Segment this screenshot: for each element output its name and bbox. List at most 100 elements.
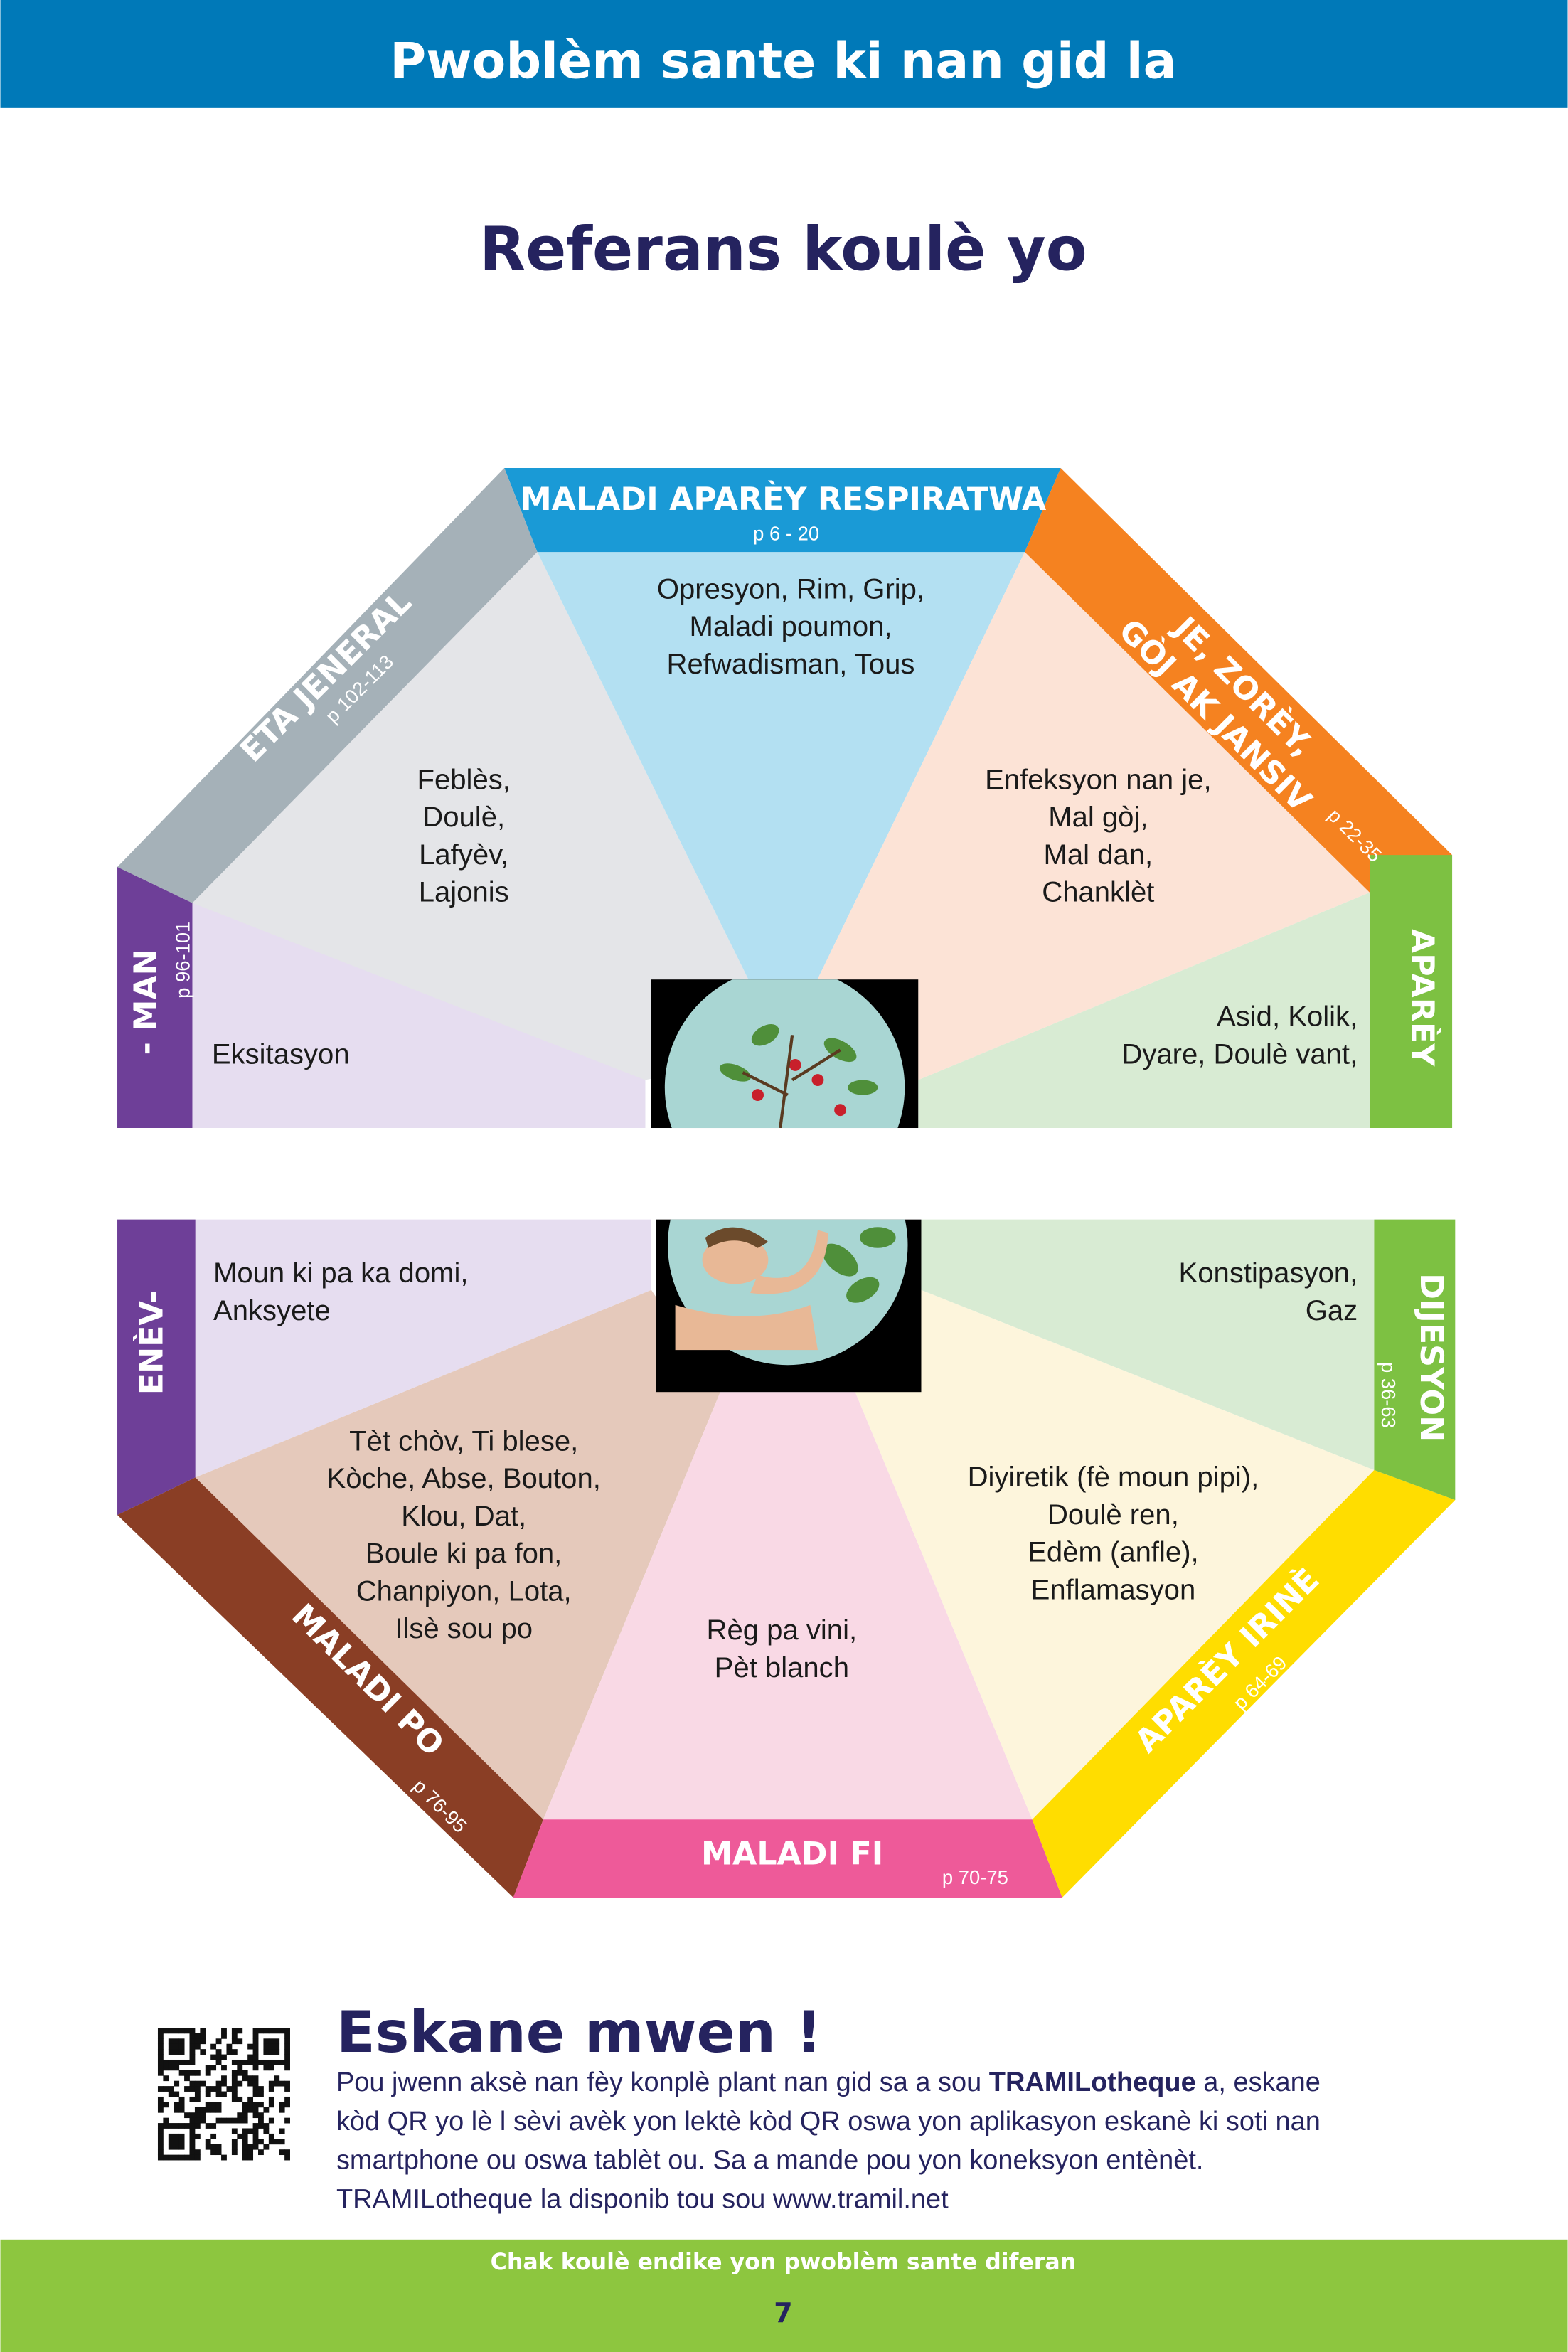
qr-module [215, 2144, 222, 2150]
qr-module [168, 2144, 174, 2150]
qr-module [174, 2123, 180, 2129]
qr-module [231, 2096, 238, 2102]
qr-module [258, 2123, 264, 2129]
pages-respiratwa: p 6 - 20 [753, 522, 819, 544]
qr-module [231, 2080, 238, 2087]
qr-module [205, 2144, 211, 2150]
qr-code[interactable] [157, 2028, 290, 2161]
qr-module [252, 2049, 259, 2055]
qr-module [237, 2059, 243, 2065]
qr-module [252, 2144, 259, 2150]
qr-module [157, 2086, 164, 2092]
qr-module [242, 2128, 248, 2134]
qr-module [157, 2059, 164, 2065]
qr-module [268, 2059, 274, 2065]
qr-module [279, 2128, 285, 2134]
qr-module [178, 2049, 185, 2055]
qr-module [268, 2096, 274, 2102]
qr-module [268, 2139, 274, 2145]
qr-module [242, 2075, 248, 2082]
qr-module [258, 2149, 264, 2156]
qr-module [252, 2128, 259, 2134]
qr-module [178, 2102, 185, 2108]
qr-module [194, 2038, 201, 2045]
qr-module [242, 2112, 248, 2119]
qr-module [157, 2033, 164, 2039]
text-dijesyon-bottom: Konstipasyon, Gaz [1179, 1257, 1358, 1326]
qr-module [168, 2154, 174, 2161]
qr-module [284, 2054, 290, 2060]
qr-module [189, 2049, 196, 2055]
qr-module [231, 2117, 238, 2124]
qr-module [189, 2117, 196, 2124]
qr-module [168, 2028, 174, 2034]
qr-module [237, 2065, 243, 2071]
qr-module [274, 2080, 280, 2087]
qr-module [247, 2102, 254, 2108]
qr-module [263, 2107, 270, 2113]
region-irine [855, 1289, 1375, 1820]
qr-module [178, 2059, 185, 2065]
svg-text:Lajonis: Lajonis [419, 877, 509, 908]
qr-module [231, 2070, 238, 2076]
qr-module [205, 2091, 211, 2097]
qr-module [174, 2139, 180, 2145]
qr-module [200, 2117, 206, 2124]
qr-module [268, 2038, 274, 2045]
qr-module [157, 2043, 164, 2050]
qr-module [247, 2043, 254, 2050]
qr-module [231, 2028, 238, 2034]
qr-module [263, 2049, 270, 2055]
qr-module [157, 2102, 164, 2108]
qr-module [200, 2028, 206, 2034]
plant-illustration [651, 979, 922, 1393]
qr-module [252, 2080, 259, 2087]
qr-module [157, 2123, 164, 2129]
qr-module [189, 2154, 196, 2161]
pages-enevman: p 96-101 [171, 922, 193, 999]
qr-module [247, 2096, 254, 2102]
qr-module [205, 2070, 211, 2076]
qr-module [215, 2059, 222, 2065]
qr-module [258, 2112, 264, 2119]
region-fi [543, 1392, 1033, 1820]
qr-module [237, 2117, 243, 2124]
qr-module [205, 2139, 211, 2145]
text-enevman-bottom: Moun ki pa ka domi, Anksyete [213, 1257, 469, 1326]
qr-module [205, 2065, 211, 2071]
qr-module [189, 2038, 196, 2045]
qr-module [258, 2086, 264, 2092]
qr-module [184, 2070, 190, 2076]
band-fi [513, 1819, 1062, 1898]
band-jeneral [117, 468, 538, 903]
svg-text:Tèt chòv, Ti blese,: Tèt chòv, Ti blese, [349, 1425, 578, 1457]
qr-module [157, 2139, 164, 2145]
qr-module [163, 2102, 169, 2108]
qr-module [274, 2059, 280, 2065]
svg-text:Doulè ren,: Doulè ren, [1047, 1499, 1179, 1531]
qr-module [194, 2091, 201, 2097]
svg-text:Dyare, Doulè vant,: Dyare, Doulè vant, [1121, 1038, 1358, 1070]
label-enevman-bottom: ENÈV- [132, 1290, 170, 1395]
label-enevman-top: - MAN [128, 949, 164, 1055]
qr-module [237, 2070, 243, 2076]
qr-module [194, 2033, 201, 2039]
qr-module [252, 2139, 259, 2145]
qr-module [157, 2149, 164, 2156]
qr-module [247, 2128, 254, 2134]
qr-module [274, 2028, 280, 2034]
qr-module [189, 2033, 196, 2039]
region-po [195, 1289, 720, 1820]
qr-module [157, 2154, 164, 2161]
svg-text:Lafyèv,: Lafyèv, [419, 839, 508, 871]
qr-module [200, 2080, 206, 2087]
qr-module [242, 2117, 248, 2124]
qr-module [210, 2133, 217, 2139]
qr-module [194, 2123, 201, 2129]
qr-module [226, 2043, 233, 2050]
qr-module [221, 2054, 227, 2060]
qr-module [205, 2107, 211, 2113]
qr-module [157, 2049, 164, 2055]
qr-module [252, 2112, 259, 2119]
qr-module [242, 2139, 248, 2145]
